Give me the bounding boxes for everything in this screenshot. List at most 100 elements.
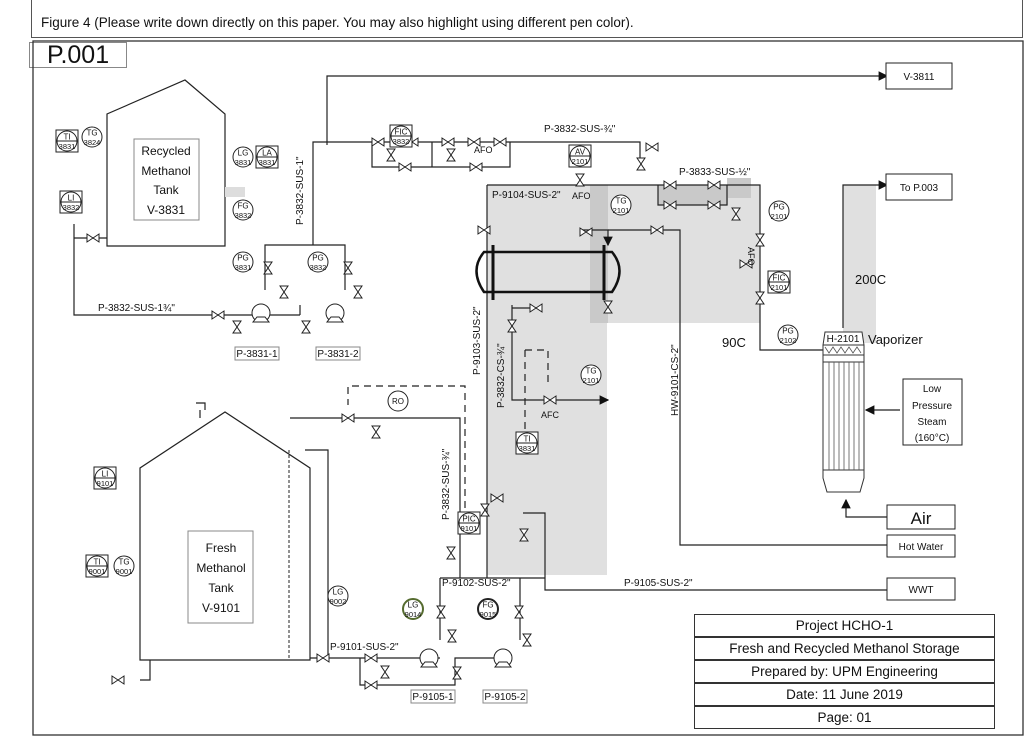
- instrument-tag-number: 9014: [405, 610, 422, 619]
- offpage-v3811[interactable]: V-3811: [885, 62, 953, 90]
- pump-label-p9105-2: P-9105-2: [484, 692, 526, 703]
- pump-label-p3831-2: P-3831-2: [317, 349, 359, 360]
- offpage-hot-water-label: Hot Water: [899, 542, 944, 553]
- offpage-air-label: Air: [911, 509, 932, 528]
- offpage-to-p003[interactable]: To P.003: [885, 173, 953, 201]
- instrument-tag-letters: FIC: [773, 274, 786, 283]
- instrument-tag-number: 3831: [235, 263, 252, 272]
- line-p9103-sus-2: P-9103-SUS-2": [472, 306, 483, 375]
- line-p9105-sus-2: P-9105-SUS-2": [624, 578, 693, 589]
- instrument-tag-letters: AV: [575, 148, 586, 157]
- instrument-tag-letters: TG: [585, 367, 596, 376]
- line-p9104-sus-2: P-9104-SUS-2": [492, 190, 561, 201]
- instrument-tag-letters: PG: [782, 327, 794, 336]
- afo-label-1: AFO: [474, 145, 493, 155]
- instrument-tag-letters: TI: [523, 435, 530, 444]
- pump-p3831-2[interactable]: [325, 303, 345, 323]
- steam-line1: Low: [923, 384, 942, 395]
- instrument-tag-letters: FG: [482, 601, 493, 610]
- offpage-wwt[interactable]: WWT: [886, 577, 956, 601]
- instrument-tag-letters: PIC: [462, 515, 476, 524]
- caption-box: [31, 0, 1023, 38]
- recycled-tank-line2: Methanol: [141, 164, 190, 178]
- fresh-tank-line1: Fresh: [206, 541, 237, 555]
- offpage-wwt-label: WWT: [909, 585, 934, 596]
- pump-label-p3831-1: P-3831-1: [236, 349, 278, 360]
- instrument-tag-letters: LG: [333, 588, 344, 597]
- instrument-tag-letters: FIC: [395, 128, 408, 137]
- instrument-tag-number: 3832: [63, 203, 80, 212]
- signal-lines: [347, 349, 549, 508]
- instrument-tag-number: 3831: [259, 158, 276, 167]
- pump-p9105-1[interactable]: [419, 648, 439, 668]
- vaporizer-tag: H-2101: [827, 334, 860, 345]
- instrument-tag-number: 3831: [235, 158, 252, 167]
- recycled-methanol-tank[interactable]: Recycled Methanol Tank V-3831: [106, 79, 226, 247]
- instrument-tag-number: 2102: [780, 336, 797, 345]
- offpage-hot-water[interactable]: Hot Water: [886, 534, 956, 558]
- line-p3832-sus-34: P-3832-SUS-¾": [544, 124, 616, 135]
- instrument-tag-letters: TG: [118, 558, 129, 567]
- title-block-page: Page: 01: [694, 706, 995, 729]
- offpage-air[interactable]: Air: [886, 504, 956, 530]
- heat-exchanger[interactable]: [475, 245, 621, 300]
- instrument-tag-letters: LG: [238, 149, 249, 158]
- title-block-date: Date: 11 June 2019: [694, 683, 995, 706]
- figure-caption: Figure 4 (Please write down directly on …: [41, 15, 634, 30]
- instrument-tag-number: 3832: [393, 137, 410, 146]
- drawing-frame: [32, 40, 1024, 736]
- instrument-tag-letters: LI: [102, 470, 109, 479]
- instrument-tag-letters: PG: [773, 203, 785, 212]
- vaporizer-h2101[interactable]: H-2101: [822, 331, 865, 493]
- fresh-methanol-tank[interactable]: Fresh Methanol Tank V-9101: [139, 411, 311, 661]
- line-p9101-sus-2: P-9101-SUS-2": [330, 642, 399, 653]
- offpage-v3811-label: V-3811: [904, 72, 935, 83]
- pump-p3831-1[interactable]: [251, 303, 271, 323]
- page-tab: P.001: [29, 42, 127, 68]
- recycled-tank-tag: V-3831: [147, 203, 185, 217]
- line-p3832-cs-34: P-3832-CS-¾": [496, 343, 507, 408]
- offpage-connectors: V-3811 To P.003 Low Pressure Steam (160°…: [885, 62, 963, 601]
- pump-p9105-2[interactable]: [493, 648, 513, 668]
- line-p9102-sus-2: P-9102-SUS-2": [442, 578, 511, 589]
- offpage-steam[interactable]: Low Pressure Steam (160°C): [902, 378, 963, 446]
- recycled-tank-line3: Tank: [153, 183, 179, 197]
- instrument-tag-number: 2101: [771, 283, 788, 292]
- instrument-tag-number: 9015: [480, 610, 497, 619]
- fresh-tank-line3: Tank: [208, 581, 234, 595]
- pump-labels: P-3831-1 P-3831-2 P-9105-1 P-9105-2: [234, 346, 528, 704]
- instrument-tag-letters: PG: [312, 254, 324, 263]
- afc-label: AFC: [541, 410, 560, 420]
- instrument-tag-number: 3832: [235, 211, 252, 220]
- instrument-tag-number: 9001: [89, 567, 106, 576]
- instrument-ro[interactable]: RO: [387, 390, 409, 412]
- steam-line2: Pressure: [912, 401, 952, 412]
- instrument-tag-letters: RO: [392, 397, 404, 406]
- instrument-tag-number: 9001: [116, 567, 133, 576]
